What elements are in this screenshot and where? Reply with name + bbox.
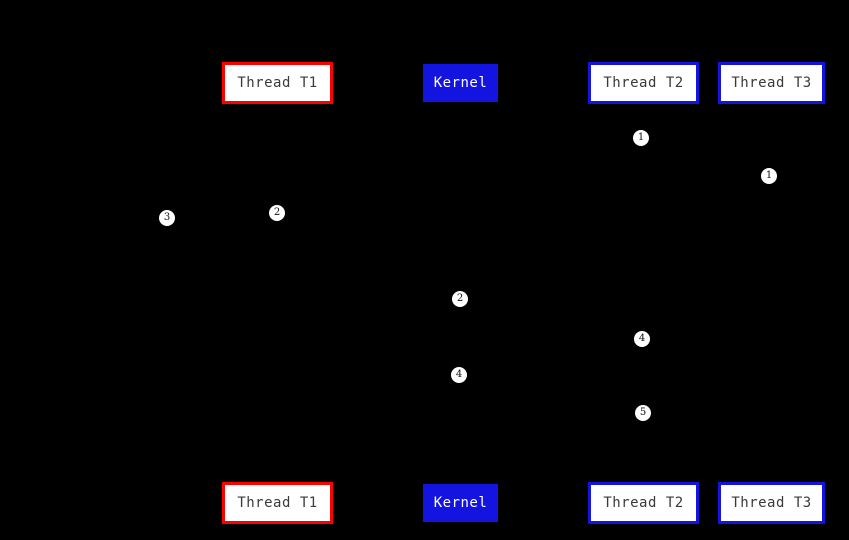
participant-label: Kernel <box>433 495 488 511</box>
step-kernel-2: 2 <box>452 291 468 307</box>
participant-label: Thread T1 <box>237 75 318 91</box>
step-number: 1 <box>765 170 773 181</box>
participant-label: Thread T2 <box>603 75 684 91</box>
step-kernel-4: 4 <box>451 367 467 383</box>
participant-thread-t1-top[interactable]: Thread T1 <box>222 62 333 104</box>
activation-thread-t2-top <box>642 104 645 109</box>
participant-thread-t3-top[interactable]: Thread T3 <box>718 62 825 104</box>
step-t3-1: 1 <box>761 168 777 184</box>
lifeline-thread-t2 <box>643 104 644 482</box>
step-t2-4: 4 <box>634 331 650 347</box>
step-number: 5 <box>639 407 647 418</box>
participant-label: Thread T1 <box>237 495 318 511</box>
activation-thread-t1-bottom <box>276 477 279 482</box>
participant-label: Thread T2 <box>603 495 684 511</box>
step-number: 2 <box>273 207 281 218</box>
participant-kernel-top[interactable]: Kernel <box>423 64 498 102</box>
activation-thread-t3-top <box>770 104 773 109</box>
step-number: 3 <box>163 212 171 223</box>
activation-thread-t1-top <box>276 104 279 109</box>
participant-label: Kernel <box>433 75 488 91</box>
activation-thread-t3-bottom <box>770 477 773 482</box>
step-t2-1: 1 <box>633 130 649 146</box>
step-t1-2: 2 <box>269 205 285 221</box>
activation-thread-t2-bottom <box>642 477 645 482</box>
step-number: 2 <box>456 293 464 304</box>
participant-label: Thread T3 <box>731 495 812 511</box>
participant-thread-t3-bottom[interactable]: Thread T3 <box>718 482 825 524</box>
participant-thread-t2-bottom[interactable]: Thread T2 <box>588 482 699 524</box>
step-number: 4 <box>455 369 463 380</box>
step-t2-5: 5 <box>635 405 651 421</box>
participant-thread-t1-bottom[interactable]: Thread T1 <box>222 482 333 524</box>
lifeline-thread-t1 <box>277 104 278 482</box>
step-number: 1 <box>637 132 645 143</box>
step-left-3: 3 <box>159 210 175 226</box>
participant-label: Thread T3 <box>731 75 812 91</box>
participant-thread-t2-top[interactable]: Thread T2 <box>588 62 699 104</box>
participant-kernel-bottom[interactable]: Kernel <box>423 484 498 522</box>
lifeline-thread-t3 <box>771 104 772 482</box>
step-number: 4 <box>638 333 646 344</box>
